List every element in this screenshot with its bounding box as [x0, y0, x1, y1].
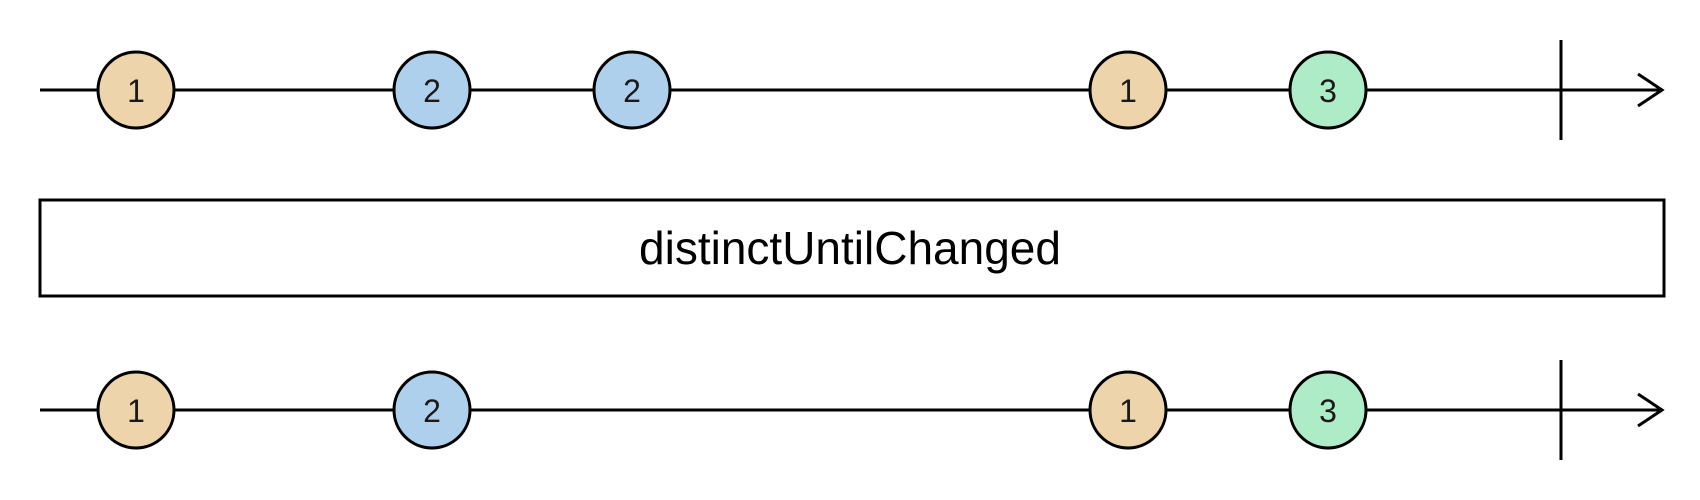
- output-marble-label: 1: [1119, 393, 1137, 429]
- input-marble: 2: [592, 50, 672, 130]
- operator-name: distinctUntilChanged: [639, 222, 1061, 274]
- operator-box: [38, 198, 1666, 298]
- input-marble: 1: [1088, 50, 1168, 130]
- output-marble: 1: [1088, 370, 1168, 450]
- output-marble: 1: [96, 370, 176, 450]
- output-marble-circle: [1088, 370, 1168, 450]
- input-marble-circle: [1088, 50, 1168, 130]
- input-marble-label: 3: [1319, 73, 1337, 109]
- input-marble: 2: [392, 50, 472, 130]
- input-marble-circle: [96, 50, 176, 130]
- input-marble-label: 1: [1119, 73, 1137, 109]
- output-marble: 2: [392, 370, 472, 450]
- operator-block: distinctUntilChanged: [38, 198, 1666, 298]
- input-marble-circle: [1288, 50, 1368, 130]
- output-marble-circle: [392, 370, 472, 450]
- output-marble-circle: [1288, 370, 1368, 450]
- input-marbles: 1 2 2 1 3: [96, 50, 1368, 130]
- output-marble-circle: [96, 370, 176, 450]
- input-marble: 3: [1288, 50, 1368, 130]
- input-marble-label: 2: [623, 73, 641, 109]
- input-timeline: 1 2 2 1 3: [40, 40, 1665, 140]
- input-marble-label: 2: [423, 73, 441, 109]
- input-marble-label: 1: [127, 73, 145, 109]
- input-timeline-arrow-icon: [1637, 72, 1665, 108]
- output-timeline-arrow-icon: [1637, 392, 1665, 428]
- output-marble: 3: [1288, 370, 1368, 450]
- input-marble-circle: [592, 50, 672, 130]
- output-marble-label: 2: [423, 393, 441, 429]
- input-marble-circle: [392, 50, 472, 130]
- output-marbles: 1 2 1 3: [96, 370, 1368, 450]
- output-marble-label: 3: [1319, 393, 1337, 429]
- output-timeline: 1 2 1 3: [40, 360, 1665, 460]
- output-marble-label: 1: [127, 393, 145, 429]
- input-marble: 1: [96, 50, 176, 130]
